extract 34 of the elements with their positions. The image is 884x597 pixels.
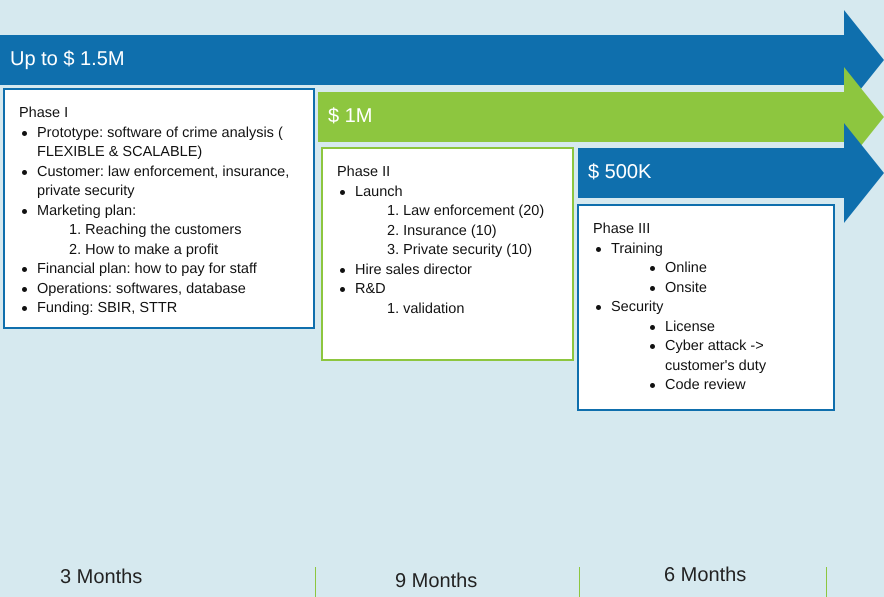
bullet-item: Hire sales director: [355, 262, 472, 278]
bullet-item: Prototype: software of crime analysis ( FLEXIBLE & SCALABLE): [37, 124, 283, 160]
duration-label: 3 Months: [60, 566, 142, 589]
bullet-item: Code review: [665, 377, 746, 393]
bullet-item: Cyber attack -> customer's duty: [665, 338, 766, 374]
bullet-item: Training: [611, 240, 663, 256]
bullet-item: Security: [611, 299, 664, 315]
phase-box: [321, 147, 574, 361]
budget-label: $ 500K: [588, 161, 652, 184]
bullet-item: Operations: softwares, database: [37, 280, 246, 296]
numbered-item: 2. How to make a profit: [69, 242, 218, 258]
bullet-item: License: [665, 318, 715, 334]
numbered-item: 3. Private security (10): [387, 242, 532, 258]
bullet-item: Financial plan: how to pay for staff: [37, 261, 257, 277]
bullet-item: R&D: [355, 281, 386, 297]
budget-label: $ 1M: [328, 105, 372, 128]
phase-heading: Phase I: [19, 105, 68, 121]
bullet-item: Launch: [355, 184, 403, 200]
numbered-item: 1. Reaching the customers: [69, 222, 242, 238]
bullet-item: Online: [665, 260, 707, 276]
bullet-item: Onsite: [665, 280, 707, 296]
numbered-item: 1. Law enforcement (20): [387, 203, 544, 219]
budget-label: Up to $ 1.5M: [10, 48, 125, 71]
bullet-item: Marketing plan:: [37, 202, 136, 218]
numbered-item: 1. validation: [387, 300, 464, 316]
phase-heading: Phase II: [337, 164, 390, 180]
duration-label: 6 Months: [664, 564, 746, 587]
phase-box: [3, 88, 315, 329]
phase-box: [577, 204, 835, 411]
bullet-item: Funding: SBIR, STTR: [37, 300, 178, 316]
duration-label: 9 Months: [395, 570, 478, 593]
numbered-item: 2. Insurance (10): [387, 222, 497, 238]
bullet-item: Customer: law enforcement, insurance, private security: [37, 164, 290, 199]
phase-heading: Phase III: [593, 221, 650, 237]
